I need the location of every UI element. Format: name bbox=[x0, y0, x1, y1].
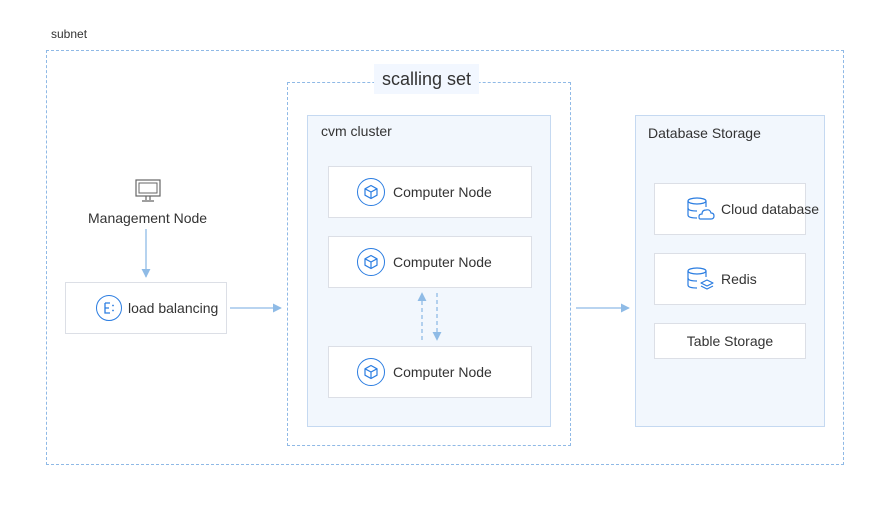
computer-node-card[interactable]: Computer Node bbox=[328, 236, 532, 288]
table-storage-label: Table Storage bbox=[686, 333, 774, 349]
subnet-boundary bbox=[46, 50, 844, 465]
computer-node-label: Computer Node bbox=[393, 184, 492, 200]
load-balancing-label: load balancing bbox=[128, 300, 219, 316]
computer-node-card[interactable]: Computer Node bbox=[328, 346, 532, 398]
cloud-database-label: Cloud database bbox=[721, 201, 820, 217]
cloud-database-icon bbox=[685, 196, 715, 222]
scaling-set-title: scalling set bbox=[374, 64, 480, 94]
cvm-cluster-title: cvm cluster bbox=[321, 123, 392, 139]
cube-icon bbox=[357, 248, 385, 276]
subnet-label: subnet bbox=[51, 27, 88, 41]
cloud-database-card[interactable]: Cloud database bbox=[654, 183, 819, 235]
redis-card[interactable]: Redis bbox=[654, 253, 806, 305]
cube-icon bbox=[357, 178, 385, 206]
redis-label: Redis bbox=[721, 271, 757, 287]
load-balancer-icon bbox=[96, 295, 122, 321]
table-storage-card[interactable]: Table Storage bbox=[654, 323, 806, 359]
computer-node-label: Computer Node bbox=[393, 254, 492, 270]
database-storage-title: Database Storage bbox=[648, 125, 761, 141]
computer-node-label: Computer Node bbox=[393, 364, 492, 380]
management-node-label: Management Node bbox=[88, 210, 208, 226]
cube-icon bbox=[357, 358, 385, 386]
computer-node-card[interactable]: Computer Node bbox=[328, 166, 532, 218]
load-balancing-card[interactable]: load balancing bbox=[65, 282, 227, 334]
redis-icon bbox=[685, 266, 715, 292]
monitor-icon bbox=[134, 178, 162, 209]
